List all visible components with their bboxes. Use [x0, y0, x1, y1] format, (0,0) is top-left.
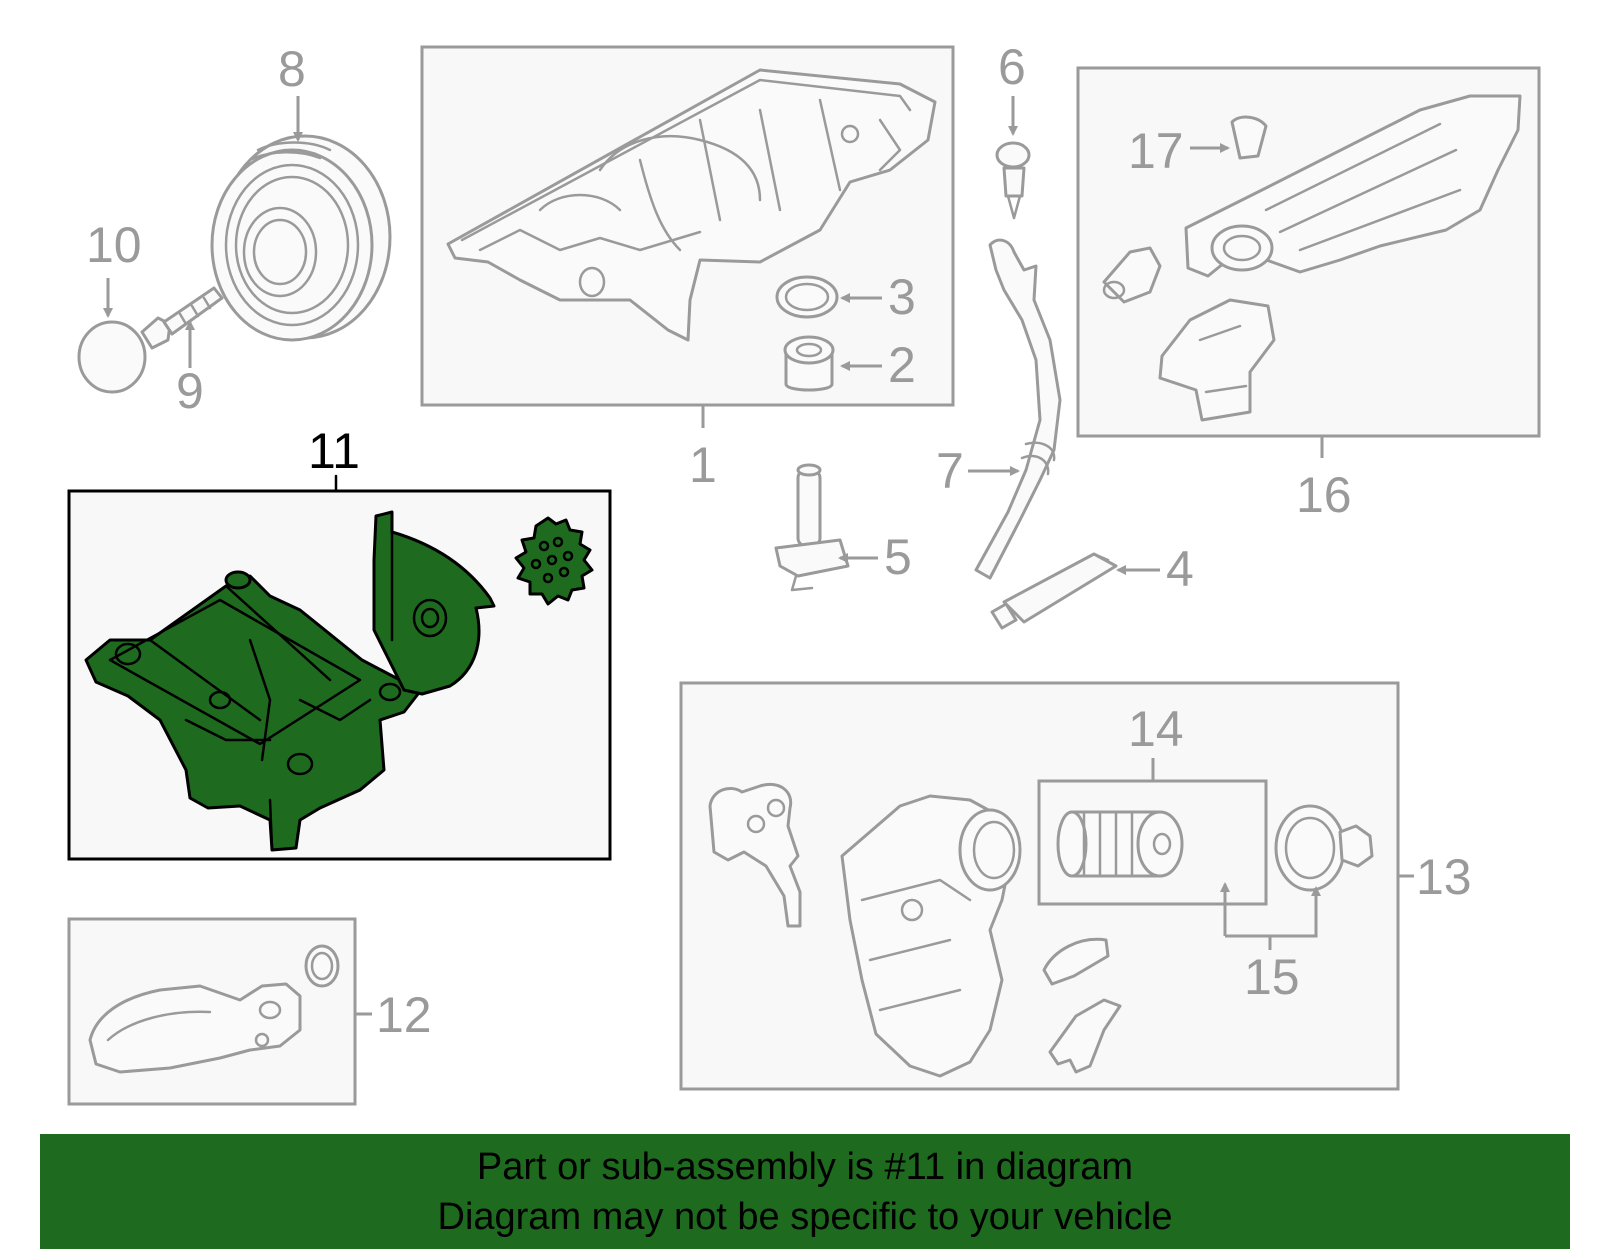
callout-10: 10: [86, 217, 142, 273]
callout-14: 14: [1128, 701, 1184, 757]
callout-17: 17: [1128, 123, 1184, 179]
callout-3: 3: [888, 269, 916, 325]
callout-11: 11: [308, 423, 360, 479]
callout-6: 6: [998, 39, 1026, 95]
callout-16: 16: [1296, 467, 1352, 523]
callout-7: 7: [936, 443, 964, 499]
oil-pan-assembly-part-11: [84, 570, 420, 852]
cap-part-10: [77, 320, 147, 394]
oil-filter-part-14: [1056, 810, 1184, 878]
callout-4: 4: [1166, 541, 1194, 597]
callout-9: 9: [176, 363, 204, 419]
leader-15b: [1225, 886, 1321, 938]
sealant-tube-part-4: [990, 552, 1118, 630]
callout-2: 2: [888, 337, 916, 393]
callout-13: 13: [1416, 849, 1472, 905]
callout-12: 12: [376, 987, 432, 1043]
grommet-part-6: [995, 141, 1031, 220]
coolant-housing-part-16: [1102, 94, 1522, 422]
banner-line-1: Part or sub-assembly is #11 in diagram: [476, 1145, 1134, 1188]
plug-part-2: [783, 335, 835, 392]
dipstick-tube-part-7: [974, 238, 1062, 580]
seal-part-3: [775, 275, 839, 319]
oil-pickup-part-12: [88, 944, 340, 1074]
callout-15: 15: [1244, 949, 1300, 1005]
callout-1: 1: [689, 437, 717, 493]
oil-pan-part-1: [446, 68, 937, 342]
bolt-part-9: [140, 286, 224, 350]
parts-diagram: 8 10 9 3 2: [67, 39, 1541, 1106]
banner-line-2: Diagram may not be specific to your vehi…: [437, 1195, 1173, 1238]
sensor-part-5: [774, 463, 850, 592]
sprocket-part-11: [514, 516, 594, 606]
info-banner: Part or sub-assembly is #11 in diagram D…: [40, 1134, 1570, 1249]
filter-cap-part-15: [1274, 804, 1374, 892]
timing-cover-part-11: [372, 510, 496, 696]
callout-8: 8: [278, 41, 306, 97]
pulley-part-8: [210, 134, 392, 342]
filter-housing-part-13: [708, 783, 1122, 1078]
callout-5: 5: [884, 529, 912, 585]
